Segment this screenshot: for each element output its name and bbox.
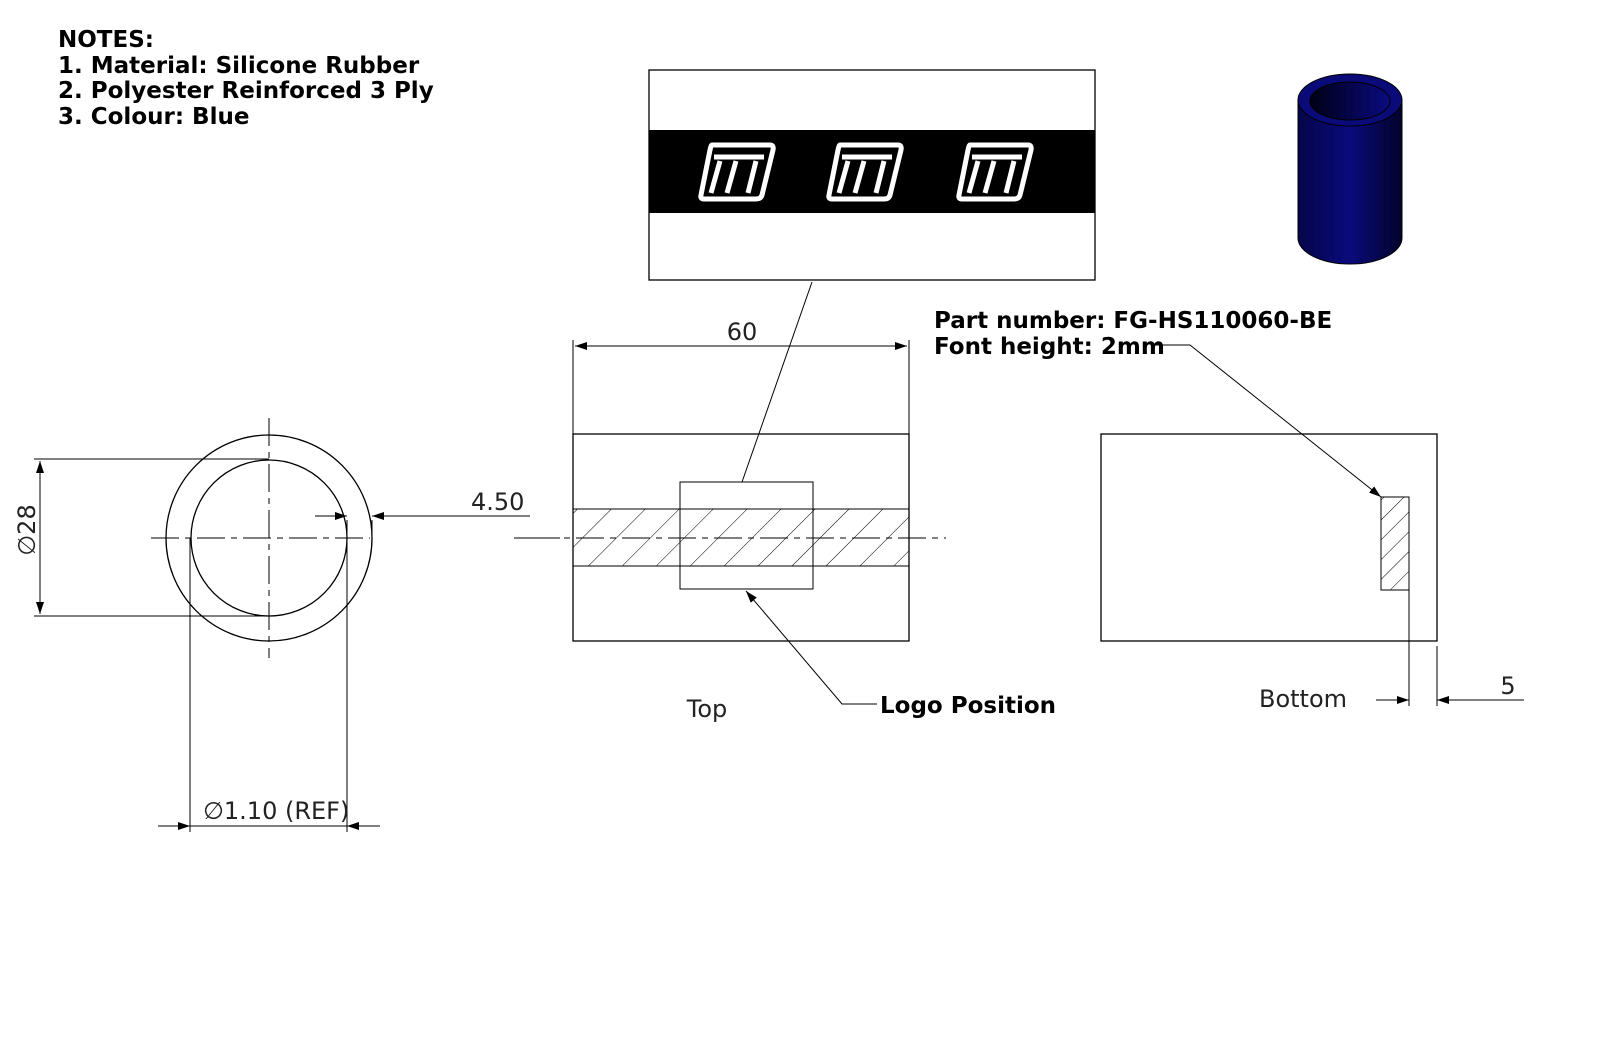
bottom-view-label: Bottom — [1259, 685, 1347, 713]
end-view: ∅28 4.50 ∅1.10 (REF) — [13, 418, 560, 832]
logo-icon — [698, 142, 776, 202]
notes-title: NOTES: — [58, 27, 154, 53]
part-number-text-area — [1380, 496, 1410, 591]
logo-detail-leader — [741, 281, 813, 483]
logo-icon — [826, 142, 904, 202]
logo-detail-view — [648, 69, 1096, 483]
notes-block: NOTES: 1. Material: Silicone Rubber 2. P… — [58, 27, 434, 130]
note-material: 1. Material: Silicone Rubber — [58, 52, 420, 79]
text-offset-dim: 5 — [1500, 672, 1515, 700]
logo-position-leader — [745, 590, 877, 705]
length-dim: 60 — [727, 318, 758, 346]
inner-diameter-ref-dim: ∅1.10 (REF) — [203, 797, 349, 825]
logo-position-callout: Logo Position — [880, 693, 1056, 719]
part-number-leader — [1153, 344, 1382, 498]
bottom-view: Part number: FG-HS110060-BE Font height:… — [934, 308, 1524, 713]
top-view: 60 Top Logo Position — [530, 318, 1056, 723]
logo-position-box — [679, 481, 814, 590]
logo-icon — [956, 142, 1034, 202]
top-view-label: Top — [686, 695, 728, 723]
note-colour: 3. Colour: Blue — [58, 103, 250, 130]
isometric-tube-3d — [1297, 73, 1403, 265]
wall-thickness-dim: 4.50 — [471, 488, 524, 516]
font-height-callout: Font height: 2mm — [934, 334, 1165, 360]
part-number-callout: Part number: FG-HS110060-BE — [934, 308, 1332, 334]
outer-diameter-dim: ∅28 — [13, 504, 41, 555]
note-reinforcement: 2. Polyester Reinforced 3 Ply — [58, 78, 434, 104]
